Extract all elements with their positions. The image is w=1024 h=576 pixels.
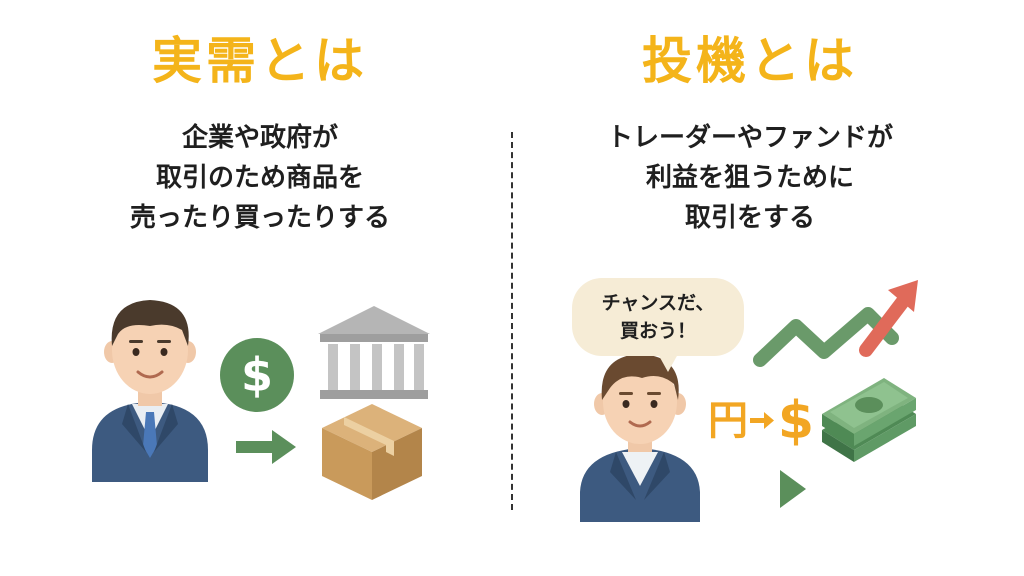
bank-icon	[318, 306, 430, 399]
touki-line-3: 取引をする	[684, 203, 815, 233]
touki-line-1: トレーダーやファンドが	[606, 123, 893, 153]
center-divider	[511, 132, 513, 510]
jitsuju-line-1: 企業や政府が	[181, 123, 338, 153]
exchange-arrow-icon	[750, 412, 774, 429]
speech-bubble: チャンスだ、 買おう！	[572, 278, 744, 372]
jitsuju-title: 実需とは	[152, 32, 368, 90]
yen-symbol: 円	[708, 398, 748, 444]
bubble-line-2: 買おう！	[619, 320, 696, 342]
rising-trend-icon	[753, 280, 918, 367]
trader-right-icon	[580, 354, 700, 522]
jitsuju-line-2: 取引のため商品を	[155, 163, 364, 193]
touki-line-2: 利益を狙うために	[645, 163, 854, 193]
arrow-right-icon	[236, 430, 296, 464]
touki-description: トレーダーやファンドが 利益を狙うために 取引をする	[550, 118, 950, 238]
bubble-line-1: チャンスだ、	[601, 292, 715, 314]
dollar-coin-icon	[220, 338, 294, 412]
coin-dollar-symbol: $	[240, 348, 273, 402]
jitsuju-description: 企業や政府が 取引のため商品を 売ったり買ったりする	[60, 118, 460, 238]
play-triangle-icon	[780, 470, 806, 508]
cardboard-box-icon	[322, 404, 422, 500]
businessman-left-icon	[92, 300, 208, 482]
touki-title: 投機とは	[642, 32, 858, 90]
cash-stack-icon	[822, 378, 916, 462]
jitsuju-line-3: 売ったり買ったりする	[129, 203, 390, 233]
dollar-symbol: $	[777, 391, 815, 451]
